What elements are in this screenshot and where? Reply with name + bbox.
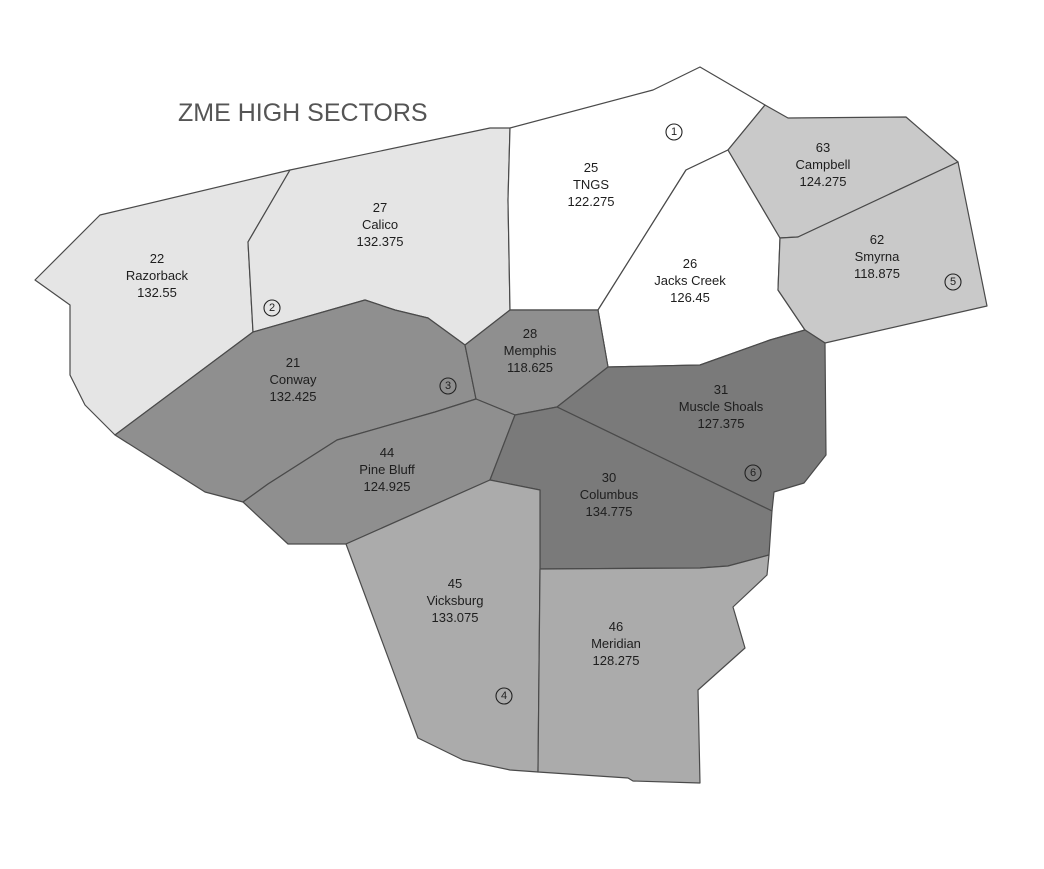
map-title: ZME HIGH SECTORS xyxy=(178,99,428,127)
svg-text:2: 2 xyxy=(269,302,275,314)
area-marker-5: 5 xyxy=(944,273,962,291)
sector-id: 27 xyxy=(373,200,387,215)
sector-frequency: 132.375 xyxy=(357,234,404,249)
sector-frequency: 118.625 xyxy=(507,360,553,375)
sector-id: 31 xyxy=(714,382,728,397)
sector-id: 22 xyxy=(150,251,164,266)
svg-text:4: 4 xyxy=(501,690,507,702)
sector-frequency: 124.275 xyxy=(800,174,847,189)
sector-tngs[interactable]: 25 TNGS 122.275 xyxy=(507,66,766,311)
sector-meridian-area[interactable] xyxy=(537,554,770,784)
sector-frequency: 132.55 xyxy=(137,285,177,300)
sector-smyrna-area[interactable] xyxy=(777,161,988,344)
sector-frequency: 128.275 xyxy=(593,653,640,668)
sector-name: Campbell xyxy=(796,157,851,172)
sector-id: 28 xyxy=(523,326,537,341)
sector-id: 21 xyxy=(286,355,300,370)
sector-columbus[interactable]: 30 Columbus 134.775 xyxy=(489,406,773,570)
sector-name: Muscle Shoals xyxy=(679,399,764,414)
sector-frequency: 127.375 xyxy=(698,416,745,431)
sector-id: 63 xyxy=(816,140,830,155)
sector-name: Meridian xyxy=(591,636,641,651)
sector-meridian[interactable]: 46 Meridian 128.275 xyxy=(537,554,770,784)
sector-id: 30 xyxy=(602,470,616,485)
sector-id: 45 xyxy=(448,576,462,591)
sector-frequency: 126.45 xyxy=(670,290,710,305)
sector-campbell[interactable]: 63 Campbell 124.275 xyxy=(727,104,959,239)
sector-id: 46 xyxy=(609,619,623,634)
circle-icon xyxy=(263,299,281,317)
svg-text:3: 3 xyxy=(445,380,451,392)
area-marker-4: 4 xyxy=(495,687,513,705)
sector-memphis[interactable]: 28 Memphis 118.625 xyxy=(464,309,609,416)
area-marker-6: 6 xyxy=(744,464,762,482)
sector-pine-bluff[interactable]: 44 Pine Bluff 124.925 xyxy=(242,398,516,545)
sector-id: 25 xyxy=(584,160,598,175)
svg-text:5: 5 xyxy=(950,276,956,288)
sector-frequency: 134.775 xyxy=(586,504,633,519)
sector-name: Calico xyxy=(362,217,398,232)
area-marker-1: 1 xyxy=(665,123,683,141)
sector-name: Memphis xyxy=(504,343,557,358)
sector-name: Conway xyxy=(270,372,317,387)
sector-name: Smyrna xyxy=(855,249,901,264)
sector-frequency: 124.925 xyxy=(364,479,411,494)
circle-icon xyxy=(439,377,457,395)
circle-icon xyxy=(495,687,513,705)
circle-icon xyxy=(744,464,762,482)
area-marker-2: 2 xyxy=(263,299,281,317)
sector-name: Vicksburg xyxy=(427,593,484,608)
sector-frequency: 118.875 xyxy=(854,266,900,281)
sector-frequency: 132.425 xyxy=(270,389,317,404)
sector-name: Columbus xyxy=(580,487,639,502)
sector-smyrna[interactable]: 62 Smyrna 118.875 xyxy=(777,161,988,344)
sector-calico[interactable]: 27 Calico 132.375 xyxy=(247,127,511,346)
sector-name: Razorback xyxy=(126,268,189,283)
svg-text:6: 6 xyxy=(750,467,756,479)
circle-icon xyxy=(665,123,683,141)
sector-name: Jacks Creek xyxy=(654,273,726,288)
sector-id: 44 xyxy=(380,445,394,460)
area-marker-3: 3 xyxy=(439,377,457,395)
svg-text:1: 1 xyxy=(671,126,677,138)
sector-name: TNGS xyxy=(573,177,609,192)
sector-id: 62 xyxy=(870,232,884,247)
circle-icon xyxy=(944,273,962,291)
sector-id: 26 xyxy=(683,256,697,271)
sector-vicksburg[interactable]: 45 Vicksburg 133.075 xyxy=(345,479,541,773)
sector-frequency: 133.075 xyxy=(432,610,479,625)
sector-name: Pine Bluff xyxy=(359,462,415,477)
sector-frequency: 122.275 xyxy=(568,194,615,209)
sector-razorback[interactable]: 22 Razorback 132.55 xyxy=(34,169,291,436)
